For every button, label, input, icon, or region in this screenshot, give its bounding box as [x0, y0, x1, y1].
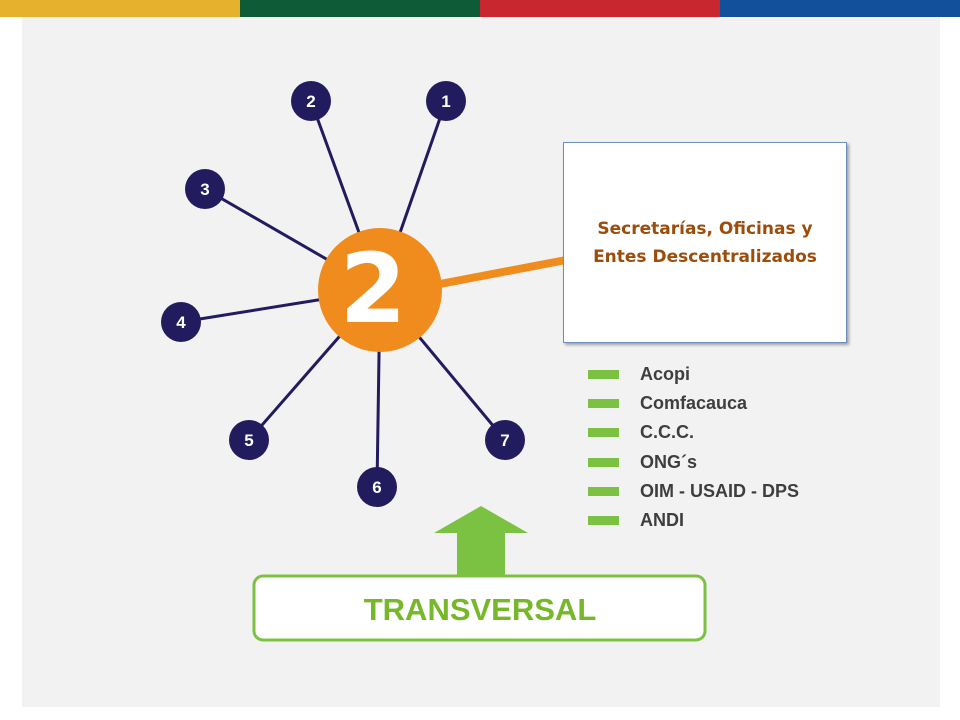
node-1: 1 [426, 81, 466, 121]
node-4: 4 [161, 302, 201, 342]
list-item: Comfacauca [588, 389, 799, 418]
list-item: Acopi [588, 360, 799, 389]
green-bullet [588, 428, 619, 438]
callout-text: Secretarías, Oficinas y Entes Descentral… [593, 218, 817, 267]
node-label-1: 1 [441, 92, 450, 111]
node-label-2: 2 [306, 92, 315, 111]
up-arrow-icon [434, 506, 528, 578]
node-label-5: 5 [244, 431, 253, 450]
list-item-label: OIM - USAID - DPS [640, 480, 800, 501]
callout-box: Secretarías, Oficinas y Entes Descentral… [563, 142, 847, 343]
transversal-label: TRANSVERSAL [364, 592, 597, 627]
node-2: 2 [291, 81, 331, 121]
node-label-7: 7 [500, 431, 509, 450]
node-circle-5 [229, 420, 269, 460]
node-circle-2 [291, 81, 331, 121]
list-item-label: ANDI [640, 510, 684, 531]
node-label-3: 3 [200, 180, 209, 199]
node-circle-4 [161, 302, 201, 342]
node-3: 3 [185, 169, 225, 209]
diagram-nodes: 1 2 3 4 5 6 7 [161, 81, 525, 507]
list-item: ANDI [588, 506, 799, 535]
list-item-label: Acopi [640, 364, 691, 385]
center-circle [318, 228, 442, 352]
top-bar-segment-blue [720, 0, 960, 17]
transversal-box [252, 574, 707, 642]
top-bar-segment-red [480, 0, 720, 17]
entity-list: Acopi Comfacauca C.C.C. ONG´s OIM - USAI… [588, 360, 799, 535]
list-item-label: C.C.C. [640, 422, 694, 443]
node-label-6: 6 [372, 478, 381, 497]
node-circle-7 [485, 420, 525, 460]
node-5: 5 [229, 420, 269, 460]
node-circle-3 [185, 169, 225, 209]
center-node: 2 [318, 228, 442, 352]
top-bar-segment-green [240, 0, 480, 17]
green-bullet [588, 516, 619, 526]
list-item: OIM - USAID - DPS [588, 477, 799, 506]
node-6: 6 [357, 467, 397, 507]
top-color-bar [0, 0, 960, 17]
node-circle-1 [426, 81, 466, 121]
list-item: C.C.C. [588, 418, 799, 447]
orange-connector [436, 256, 570, 288]
list-item: ONG´s [588, 448, 799, 477]
list-item-label: ONG´s [640, 451, 698, 472]
center-label: 2 [340, 233, 407, 345]
node-circle-6 [357, 467, 397, 507]
green-bullet [588, 486, 619, 496]
green-bullet [588, 399, 619, 409]
green-bullet [588, 457, 619, 467]
list-item-label: Comfacauca [640, 393, 748, 414]
green-bullet [588, 370, 619, 380]
transversal-block: TRANSVERSAL [252, 506, 707, 642]
node-7: 7 [485, 420, 525, 460]
top-bar-segment-yellow [0, 0, 240, 17]
node-label-4: 4 [176, 313, 186, 332]
